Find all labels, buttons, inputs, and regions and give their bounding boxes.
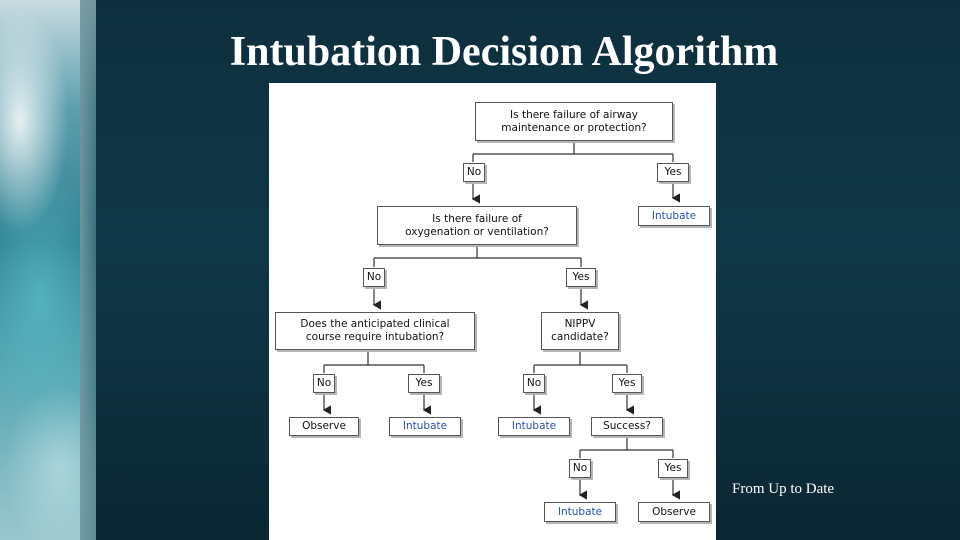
connector-lines	[322, 141, 681, 500]
action-observe: Observe	[289, 417, 359, 436]
answer-no: No	[313, 374, 335, 393]
answer-no: No	[569, 459, 591, 478]
source-caption: From Up to Date	[732, 481, 835, 497]
panel-divider	[80, 0, 96, 540]
question-success: Success?	[591, 417, 663, 436]
question-airway-failure: Is there failure of airway maintenance o…	[475, 102, 673, 141]
question-oxygenation-failure: Is there failure of oxygenation or venti…	[377, 206, 577, 245]
action-intubate: Intubate	[544, 502, 616, 522]
question-clinical-course: Does the anticipated clinical course req…	[275, 312, 475, 350]
answer-no: No	[463, 163, 485, 182]
question-nippv-candidate: NIPPV candidate?	[541, 312, 619, 350]
action-intubate: Intubate	[389, 417, 461, 436]
action-intubate: Intubate	[638, 206, 710, 226]
answer-yes: Yes	[566, 268, 596, 287]
page-title: Intubation Decision Algorithm	[229, 29, 779, 75]
action-intubate: Intubate	[498, 417, 570, 436]
answer-yes: Yes	[658, 459, 688, 478]
answer-yes: Yes	[612, 374, 642, 393]
action-observe: Observe	[638, 502, 710, 522]
answer-no: No	[363, 268, 385, 287]
answer-yes: Yes	[657, 163, 689, 182]
answer-yes: Yes	[408, 374, 440, 393]
answer-no: No	[523, 374, 545, 393]
flowchart-diagram: Is there failure of airway maintenance o…	[269, 83, 716, 540]
